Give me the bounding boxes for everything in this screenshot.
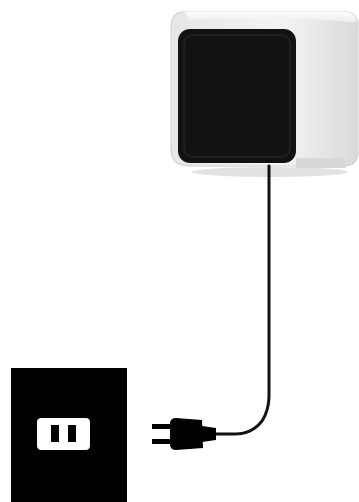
cube-device-icon	[171, 12, 358, 177]
power-cable-icon	[213, 166, 269, 434]
wall-outlet-icon	[11, 368, 127, 502]
power-plug-icon	[152, 418, 216, 450]
